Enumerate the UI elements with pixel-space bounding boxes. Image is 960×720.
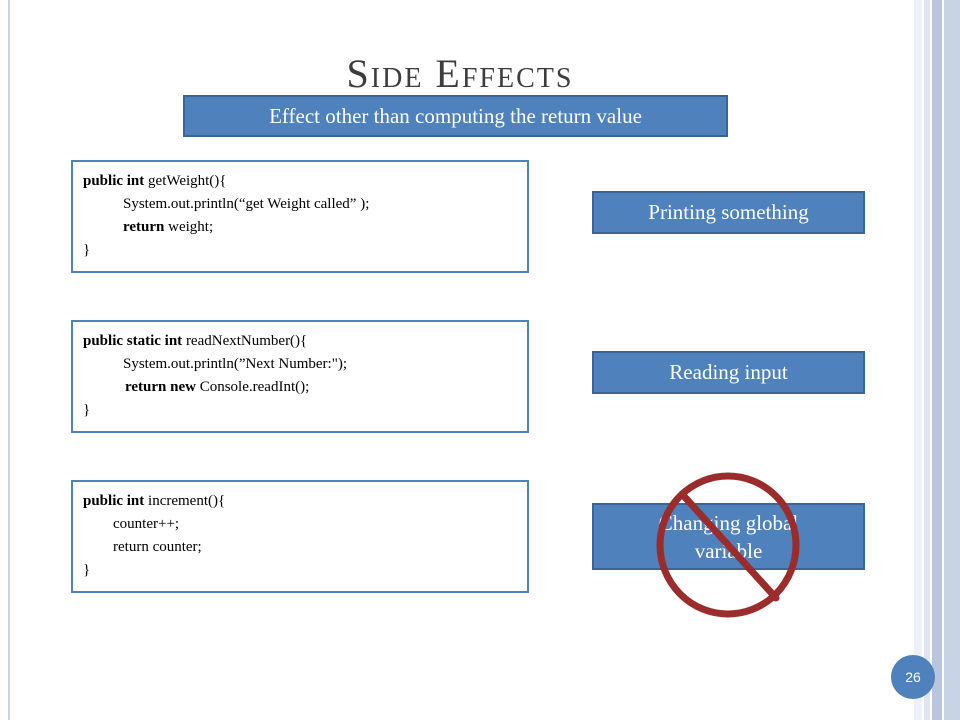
code-line: System.out.println(”Next Number:"); [123,356,348,372]
code-line: public static int readNextNumber(){ [83,333,308,349]
code-line: counter++; [113,516,180,532]
effect-reading-input: Reading input [592,351,865,394]
code-line: return counter; [113,539,202,555]
code-line: return new Console.readInt(); [125,379,310,395]
code-line: public int increment(){ [83,493,226,509]
code-block-increment: public int increment(){ counter++; retur… [71,480,529,593]
code-line: return weight; [123,219,214,235]
code-block-read-next-number: public static int readNextNumber(){ Syst… [71,320,529,433]
left-decorative-rule [8,0,10,720]
code-line: } [83,402,91,418]
code-line: } [83,242,91,258]
right-decorative-bars [914,0,960,720]
code-line: public int getWeight(){ [83,173,227,189]
code-line: } [83,562,91,578]
page-number-badge: 26 [891,655,935,699]
effect-changing-global: Changing global variable [592,503,865,570]
effect-label: Reading input [669,360,788,384]
page-number: 26 [905,669,921,685]
slide-title: Side Effects [346,51,574,96]
effect-printing: Printing something [592,191,865,234]
code-line: System.out.println(“get Weight called” )… [123,196,370,212]
subtitle-box: Effect other than computing the return v… [183,95,728,137]
no-sign-icon [656,472,800,618]
effect-label: Printing something [648,200,809,224]
code-block-get-weight: public int getWeight(){ System.out.print… [71,160,529,273]
subtitle-text: Effect other than computing the return v… [269,104,642,128]
